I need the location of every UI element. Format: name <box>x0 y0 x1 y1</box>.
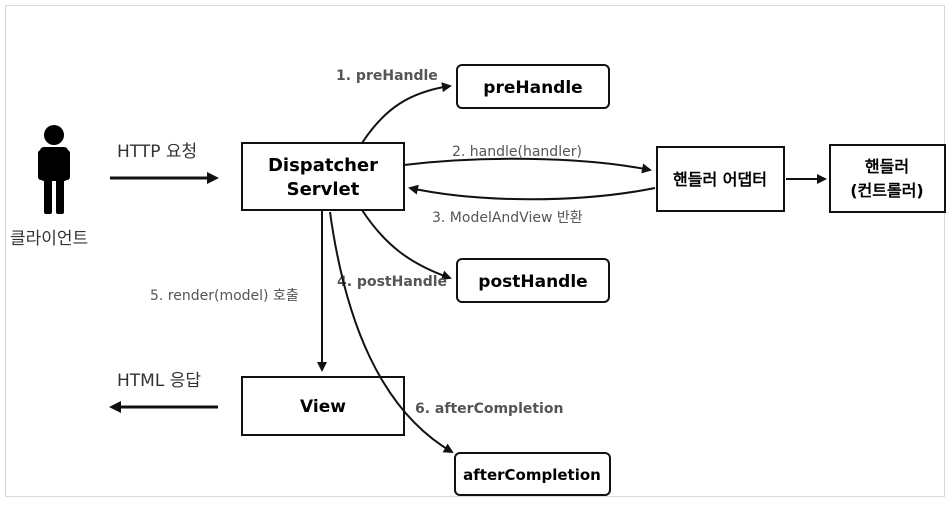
posthandle-arrow <box>361 209 452 281</box>
handle-arrow <box>403 157 652 174</box>
step1-label: 1. preHandle <box>336 68 438 84</box>
handler-controller-label-line2: (컨트롤러) <box>850 181 924 200</box>
aftercompletion-box <box>454 452 611 496</box>
handler-adapter-box <box>656 146 785 212</box>
view-box-label: View <box>300 397 346 417</box>
posthandle-box-label: postHandle <box>478 272 587 292</box>
dispatcher-servlet-label-line2: Servlet <box>287 179 360 200</box>
step3-label: 3. ModelAndView 반환 <box>432 210 583 226</box>
person-icon <box>38 125 70 214</box>
handler-controller-label-line1: 핸들러 <box>865 157 909 176</box>
step2-label: 2. handle(handler) <box>452 144 582 160</box>
prehandle-box-label: preHandle <box>483 78 582 98</box>
request-label: HTTP 요청 <box>117 142 197 162</box>
aftercompletion-box-label: afterCompletion <box>463 466 601 484</box>
response-label: HTML 응답 <box>117 371 201 391</box>
step5-label: 5. render(model) 호출 <box>150 288 299 304</box>
posthandle-box <box>456 258 610 303</box>
client-label: 클라이언트 <box>10 229 88 249</box>
step4-label: 4. postHandle <box>337 274 447 290</box>
view-box <box>241 376 405 436</box>
handler-adapter-label: 핸들러 어댑터 <box>673 170 767 189</box>
aftercompletion-arrow <box>329 211 454 454</box>
step6-label: 6. afterCompletion <box>415 401 563 417</box>
dispatcher-servlet-label-line1: Dispatcher <box>268 155 378 176</box>
dispatcher-servlet-box <box>241 142 405 211</box>
modelandview-return-arrow <box>408 184 656 201</box>
handler-controller-box <box>829 144 946 213</box>
prehandle-box <box>456 64 610 109</box>
prehandle-arrow <box>361 82 452 144</box>
